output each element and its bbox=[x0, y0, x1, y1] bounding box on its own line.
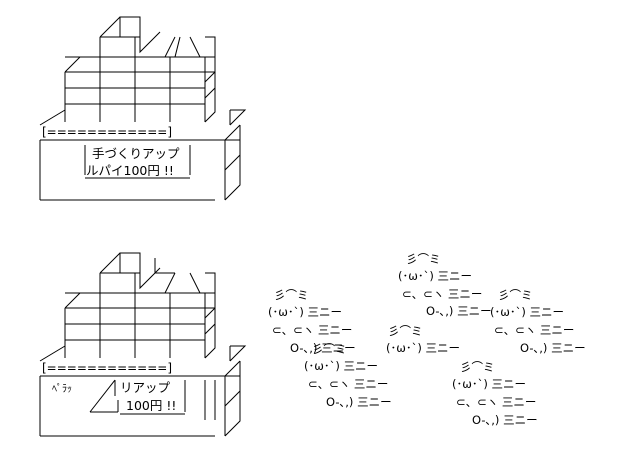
cat-feet: O-､,) 三ニー bbox=[290, 341, 356, 355]
cat-ears: 彡⌒ミ bbox=[460, 360, 495, 374]
cat-feet: O-､,) 三ニー bbox=[426, 304, 492, 318]
cat-paws: ⊂、⊂ヽ 三ニー bbox=[402, 287, 483, 301]
cat-paws: ⊂、⊂ヽ 三ニー bbox=[308, 377, 389, 391]
cat-ears: 彡⌒ミ bbox=[274, 288, 309, 302]
cat-feet: O-､,) 三ニー bbox=[326, 395, 392, 409]
cat-ears: 彡⌒ミ bbox=[388, 324, 423, 338]
cat-paws: ⊂、⊂ヽ 三ニー bbox=[456, 395, 537, 409]
top-shop-sign-line2: ルパイ100円 !! bbox=[86, 163, 174, 178]
cat-face: (･ω･`) 三ニー bbox=[304, 359, 379, 373]
cat-paws: ⊂、⊂ヽ 三ニー bbox=[494, 323, 575, 337]
bottom-shop-sound: ﾍﾟﾗｯ bbox=[52, 384, 72, 395]
cat-ears: 彡⌒ミ bbox=[406, 252, 441, 266]
cat-ears: 彡⌒ミ bbox=[312, 342, 347, 356]
cat-paws: ⊂、⊂ヽ 三ニー bbox=[272, 323, 353, 337]
cat-face: (･ω･`) 三ニー bbox=[386, 341, 461, 355]
cat-ears: 彡⌒ミ bbox=[498, 288, 533, 302]
cat-face: (･ω･`) 三ニー bbox=[398, 269, 473, 283]
cat-feet: O-､,) 三ニー bbox=[520, 341, 586, 355]
bottom-shop-sign-line2: 100円 !! bbox=[126, 398, 177, 413]
cat-face: (･ω･`) 三ニー bbox=[490, 305, 565, 319]
bottom-shop-border-row: [============] bbox=[42, 361, 173, 375]
top-shop-border-row: [============] bbox=[42, 125, 173, 139]
cat-face: (･ω･`) 三ニー bbox=[452, 377, 527, 391]
bottom-shop-sign-line1: リアップ bbox=[120, 380, 171, 395]
cat-face: (･ω･`) 三ニー bbox=[268, 305, 343, 319]
top-shop-sign-line1: 手づくりアップ bbox=[92, 146, 180, 161]
cat-feet: O-､,) 三ニー bbox=[472, 413, 538, 427]
